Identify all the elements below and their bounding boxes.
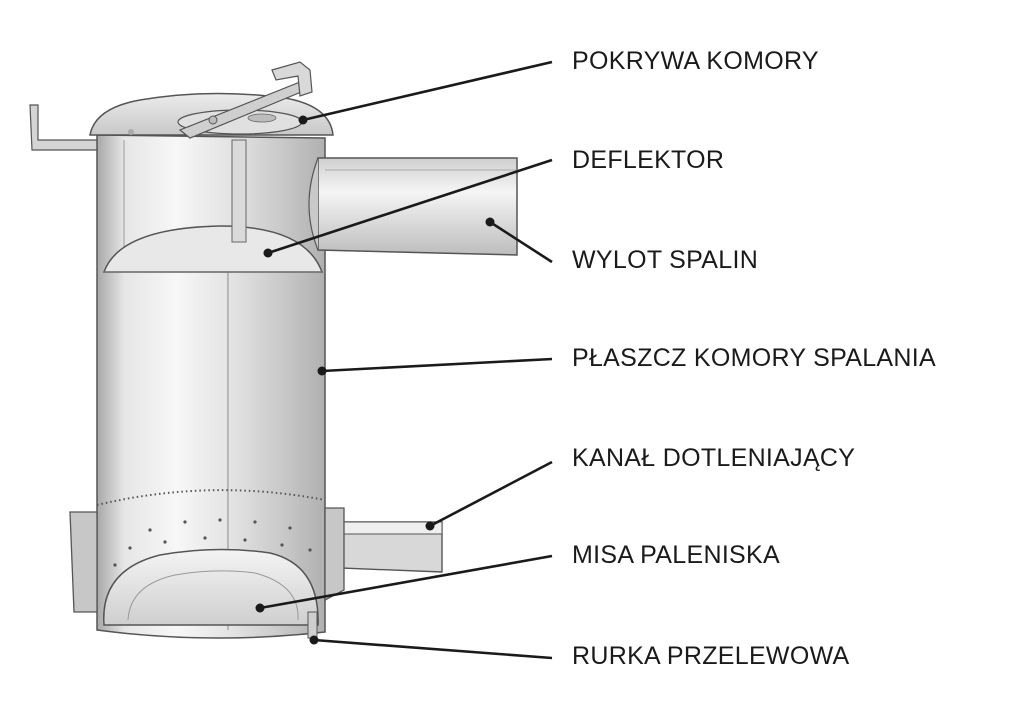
label-kanal-dotleniajacy: KANAŁ DOTLENIAJĄCY (572, 444, 856, 472)
dot-misa (255, 603, 265, 613)
deflector (102, 139, 324, 273)
label-wylot-spalin: WYLOT SPALIN (572, 246, 759, 274)
air-channel (329, 521, 443, 573)
label-misa-paleniska: MISA PALENISKA (572, 541, 780, 569)
label-rurka-przelewowa: RURKA PRZELEWOWA (572, 642, 850, 670)
perforated-band (96, 489, 326, 567)
dot-deflektor (263, 248, 273, 258)
overflow-tube (307, 611, 318, 639)
leader-wylot (489, 220, 553, 264)
leader-rurka (313, 638, 553, 660)
label-pokrywa-komory: POKRYWA KOMORY (572, 47, 819, 75)
leader-kanal (429, 460, 553, 528)
dot-pokrywa (298, 115, 308, 125)
dot-wylot (485, 217, 495, 227)
leader-misa (259, 554, 553, 610)
chamber-lid (89, 61, 334, 139)
dot-kanal (425, 521, 435, 531)
base-ring (69, 507, 345, 613)
leader-dots (255, 115, 495, 645)
dot-rurka (309, 635, 319, 645)
left-bracket (29, 104, 99, 151)
label-plaszcz-komory: PŁASZCZ KOMORY SPALANIA (572, 344, 936, 372)
dot-plaszcz (317, 366, 327, 376)
exhaust-pipe (308, 157, 518, 256)
leader-plaszcz (321, 357, 553, 373)
label-deflektor: DEFLEKTOR (572, 146, 725, 174)
leader-lines (259, 60, 553, 660)
leader-pokrywa (302, 60, 553, 122)
leader-deflektor (267, 158, 553, 255)
